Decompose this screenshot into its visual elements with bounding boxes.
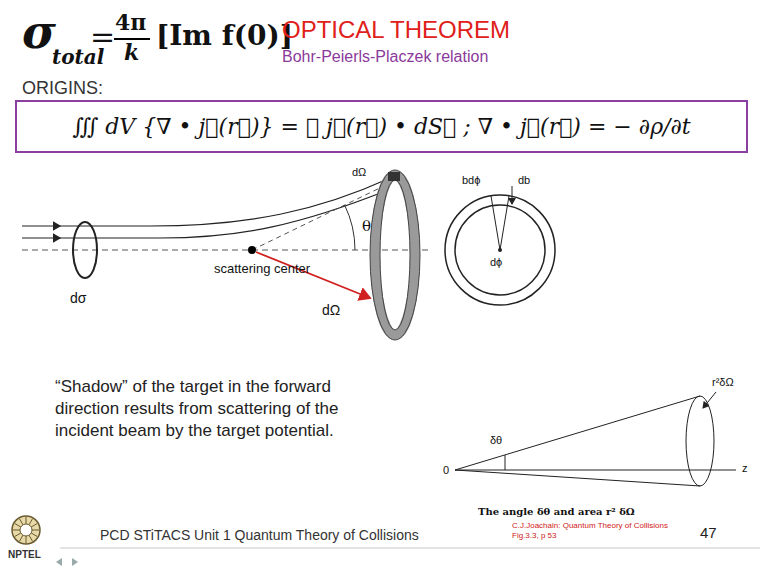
beam-line [60,190,388,238]
solid-angle-ring [375,175,415,335]
footer-rule [60,548,760,549]
figure-caption: The angle δθ and area r² δΩ [478,506,635,518]
nav-arrows [56,558,78,566]
cone-edge [455,470,700,486]
annulus-label: db [518,174,530,187]
reference-text: C.J.Joachain: Quantum Theory of Collisio… [512,521,668,530]
patch-label: dΩ [352,166,366,179]
cone-base [686,396,714,486]
formula-symbol: σ [22,6,56,59]
reference-text: Fig.3.3, p 53 [512,531,556,540]
angle-label: δθ [490,434,502,447]
scattering-center [248,246,256,254]
annulus-label: dϕ [490,256,502,269]
scatter-line [252,184,388,250]
z-axis [455,470,736,471]
formula-term: [Im f(0)] [156,20,293,52]
subtitle: Bohr-Peierls-Placzek relation [282,48,488,66]
area-label: r²δΩ [712,376,734,389]
nptel-logo [12,516,40,544]
d-omega-patch [388,172,400,181]
theta-arc [345,205,355,250]
logo-text: NPTEL [8,549,41,561]
footer-text: PCD STiTACS Unit 1 Quantum Theory of Col… [100,527,419,543]
origin-label: 0 [443,464,449,477]
center-label: scattering center [214,262,310,277]
cone-edge [455,396,700,470]
formula-denominator: k [124,40,139,65]
annulus-label: bdϕ [462,174,480,187]
annulus [445,195,555,305]
area-label: dσ [70,290,86,306]
axis-label: z [742,462,748,475]
formula-symbol: = [90,20,115,55]
beam-line [60,178,390,226]
page-number: 47 [700,524,717,541]
area-ring [73,222,97,278]
note-text: “Shadow” of the target in the forward di… [55,376,350,442]
angle-label: θ [362,218,371,235]
formula-box: ∭ dV {∇ • j⃗(r⃗)} = ∯ j⃗(r⃗) • dS⃗ ; ∇ •… [15,100,748,153]
section-label: ORIGINS: [22,78,103,99]
formula-numerator: 4π [115,10,146,35]
solid-angle-label: dΩ [322,302,340,318]
formula-text: ∭ dV {∇ • j⃗(r⃗)} = ∯ j⃗(r⃗) • dS⃗ ; ∇ •… [27,114,736,139]
slide-title: OPTICAL THEOREM [282,16,510,44]
